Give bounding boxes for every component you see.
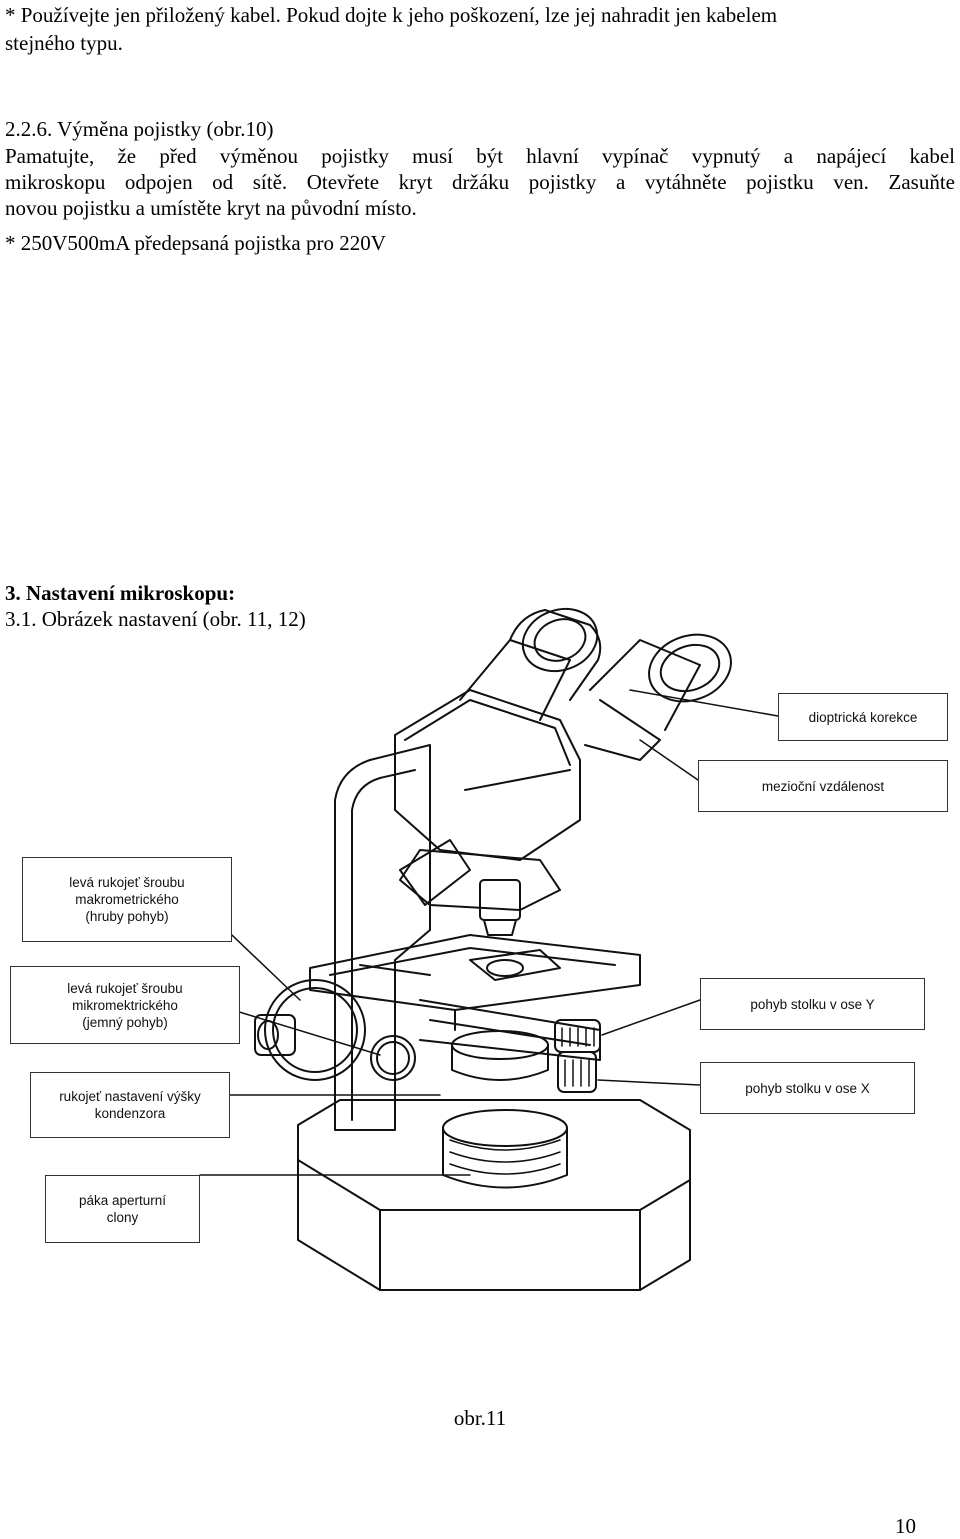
label-stage-x: pohyb stolku v ose X: [700, 1062, 915, 1114]
setup-subheading: 3.1. Obrázek nastavení (obr. 11, 12): [5, 607, 306, 631]
microscope-base: [297, 1099, 691, 1291]
stage-x-knob: [557, 1051, 597, 1093]
leader-dioptric: [629, 689, 779, 717]
microscope-head: [394, 689, 581, 861]
label-condenser-height: rukojeť nastavení výšky kondenzora: [30, 1072, 230, 1138]
page-number: 10: [895, 1514, 916, 1538]
fuse-paragraph-line-3: novou pojistku a umístěte kryt na původn…: [5, 196, 417, 220]
right-eyepiece: [648, 633, 732, 703]
left-eyepiece-tube: [459, 639, 571, 721]
figure-caption: obr.11: [453, 1406, 507, 1430]
fuse-heading: 2.2.6. Výměna pojistky (obr.10): [5, 117, 274, 141]
fine-focus-knob: [370, 1035, 416, 1081]
setup-heading: 3. Nastavení mikroskopu:: [5, 581, 236, 605]
focus-knob-cap: [254, 1014, 296, 1056]
label-coarse-focus: levá rukojeť šroubu makrometrického (hru…: [22, 857, 232, 942]
label-aperture-text: páka aperturní clony: [78, 1193, 167, 1225]
label-stage-y-text: pohyb stolku v ose Y: [750, 996, 875, 1012]
label-fine-focus: levá rukojeť šroubu mikromektrického (je…: [10, 966, 240, 1044]
intro-line-1: * Používejte jen přiložený kabel. Pokud …: [5, 3, 778, 27]
objective-center: [479, 879, 521, 921]
intro-line-2: stejného typu.: [5, 31, 123, 55]
label-dioptric-correction: dioptrická korekce: [778, 693, 948, 741]
label-dioptric-text: dioptrická korekce: [808, 709, 918, 725]
label-interpupillary-text: mezioční vzdálenost: [761, 778, 885, 794]
label-interpupillary-distance: mezioční vzdálenost: [698, 760, 948, 812]
coarse-focus-knob: [264, 979, 366, 1081]
label-stage-y: pohyb stolku v ose Y: [700, 978, 925, 1030]
label-aperture-lever: páka aperturní clony: [45, 1175, 200, 1243]
objective-left: [399, 839, 471, 906]
fuse-paragraph: Pamatujte, že před výměnou pojistky musí…: [5, 143, 955, 221]
fuse-paragraph-line-2: mikroskopu odpojen od sítě. Otevřete kry…: [5, 170, 955, 194]
label-condenser-text: rukojeť nastavení výšky kondenzora: [59, 1089, 201, 1121]
stage-opening: [469, 949, 561, 981]
microscope-arm: [334, 744, 431, 1131]
right-eyepiece-tube: [589, 639, 701, 731]
leader-stage-x: [597, 1079, 701, 1086]
stage: [309, 934, 641, 1011]
label-stage-x-text: pohyb stolku v ose X: [745, 1080, 870, 1096]
leader-stage-y: [601, 999, 701, 1036]
left-eyepiece: [521, 607, 599, 673]
label-coarse-text: levá rukojeť šroubu makrometrického (hru…: [69, 875, 185, 924]
fuse-note: * 250V500mA předepsaná pojistka pro 220V: [5, 231, 386, 255]
label-fine-text: levá rukojeť šroubu mikromektrického (je…: [67, 980, 183, 1030]
fuse-paragraph-line-1: Pamatujte, že před výměnou pojistky musí…: [5, 144, 955, 168]
leader-interpupillary: [639, 739, 699, 781]
light-source-ring: [442, 1109, 568, 1147]
